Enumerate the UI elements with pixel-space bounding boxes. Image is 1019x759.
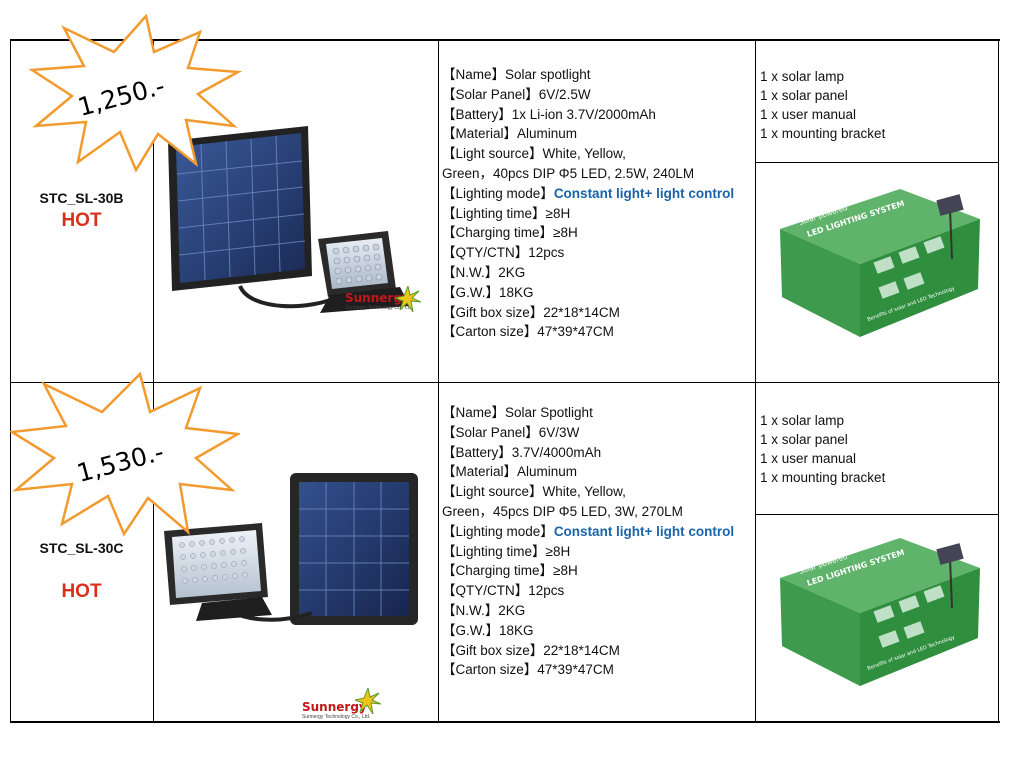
package-list: 1 x solar lamp 1 x solar panel 1 x user … [760,411,998,487]
price-star-burst [10,372,240,537]
spec-charging-time: 【Charging time】≥8H [442,563,578,579]
spec-qty-ctn: 【QTY/CTN】12pcs [442,245,565,261]
spec-battery: 【Battery】1x Li-ion 3.7V/2000mAh [442,106,656,122]
spec-light-source: 【Light source】White, Yellow, [442,484,626,500]
model-cell: STC_SL-30C HOT [10,540,153,603]
model-cell: STC_SL-30B HOT [10,190,153,232]
package-item: 1 x user manual [760,107,857,122]
price-star-burst [28,14,243,173]
spec-solar-panel: 【Solar Panel】6V/3W [442,424,580,440]
model-code: STC_SL-30B [39,190,124,206]
spec-battery: 【Battery】3.7V/4000mAh [442,444,602,460]
product-photo-spotlight [168,126,410,313]
table-border-left [10,41,11,721]
spec-lighting-mode: 【Lighting mode】Constant light+ light con… [442,522,757,542]
spec-carton: 【Carton size】47*39*47CM [442,662,614,678]
burst-icon [355,688,381,714]
brand-tagline: Sunnergy Technology Co., Ltd. [345,305,414,311]
spec-lighting-mode-label: 【Lighting mode】 [442,185,554,201]
spec-lighting-time: 【Lighting time】≥8H [442,205,571,221]
model-code: STC_SL-30C [39,540,124,556]
product-row: STC_SL-30C HOT [10,383,1000,721]
product-photo-spotlight [164,473,418,625]
spec-gw: 【G.W.】18KG [442,284,534,300]
spec-gift-box: 【Gift box size】22*18*14CM [442,304,620,320]
brand-name: Sunnergy [345,291,410,305]
spec-lighting-mode-label: 【Lighting mode】 [442,523,554,539]
spec-lighting-mode-value: Constant light+ light control [553,185,735,201]
spec-list: 【Name】Solar spotlight 【Solar Panel】6V/2.… [442,65,757,342]
spec-material: 【Material】Aluminum [442,464,578,480]
package-divider [755,162,999,163]
spec-lighting-time: 【Lighting time】≥8H [442,543,571,559]
spec-qty-ctn: 【QTY/CTN】12pcs [442,583,565,599]
package-item: 1 x solar panel [760,432,848,447]
package-item: 1 x user manual [760,451,857,466]
hot-badge: HOT [61,581,102,602]
package-item: 1 x mounting bracket [760,470,886,485]
spec-light-source-cont: Green，40pcs DIP Φ5 LED, 2.5W, 240LM [442,165,695,181]
package-item: 1 x solar lamp [760,69,845,84]
spec-name: 【Name】Solar Spotlight [442,405,593,420]
brand-tagline: Sunnergy Technology Co., Ltd. [302,714,371,720]
hot-badge: HOT [61,210,102,231]
column-divider [438,41,439,721]
brand-name: Sunnergy [302,700,367,714]
spec-solar-panel: 【Solar Panel】6V/2.5W [442,86,591,102]
package-item: 1 x solar panel [760,88,848,103]
gift-box-photo: Solar powered LED LIGHTING SYSTEM Benefi… [780,538,980,686]
package-list: 1 x solar lamp 1 x solar panel 1 x user … [760,67,998,143]
package-item: 1 x solar lamp [760,413,845,428]
spec-material: 【Material】Aluminum [442,126,578,142]
spec-light-source: 【Light source】White, Yellow, [442,146,626,162]
package-divider [755,514,999,515]
burst-icon [395,286,421,312]
row-divider [10,382,1000,383]
package-item: 1 x mounting bracket [760,126,886,141]
product-row: STC_SL-30B HOT [10,41,1000,383]
spec-lighting-mode: 【Lighting mode】Constant light+ light con… [442,184,757,204]
spec-nw: 【N.W.】2KG [442,264,526,280]
gift-box-photo: Solar powered LED LIGHTING SYSTEM Benefi… [780,189,980,337]
brand-logo: Sunnergy Sunnergy Technology Co., Ltd. [302,700,370,720]
spec-gift-box: 【Gift box size】22*18*14CM [442,642,620,658]
product-table: STC_SL-30B HOT [10,39,1000,723]
spec-gw: 【G.W.】18KG [442,622,534,638]
column-divider [153,41,154,721]
spec-charging-time: 【Charging time】≥8H [442,225,578,241]
column-divider [755,41,756,721]
spec-list: 【Name】Solar Spotlight 【Solar Panel】6V/3W… [442,403,757,680]
spec-lighting-mode-value: Constant light+ light control [553,523,735,539]
table-border-right [998,41,999,721]
spec-name: 【Name】Solar spotlight [442,67,591,82]
brand-logo: Sunnergy Sunnergy Technology Co., Ltd. [345,291,413,311]
spec-carton: 【Carton size】47*39*47CM [442,324,614,340]
spec-light-source-cont: Green，45pcs DIP Φ5 LED, 3W, 270LM [442,503,683,519]
spec-nw: 【N.W.】2KG [442,602,526,618]
